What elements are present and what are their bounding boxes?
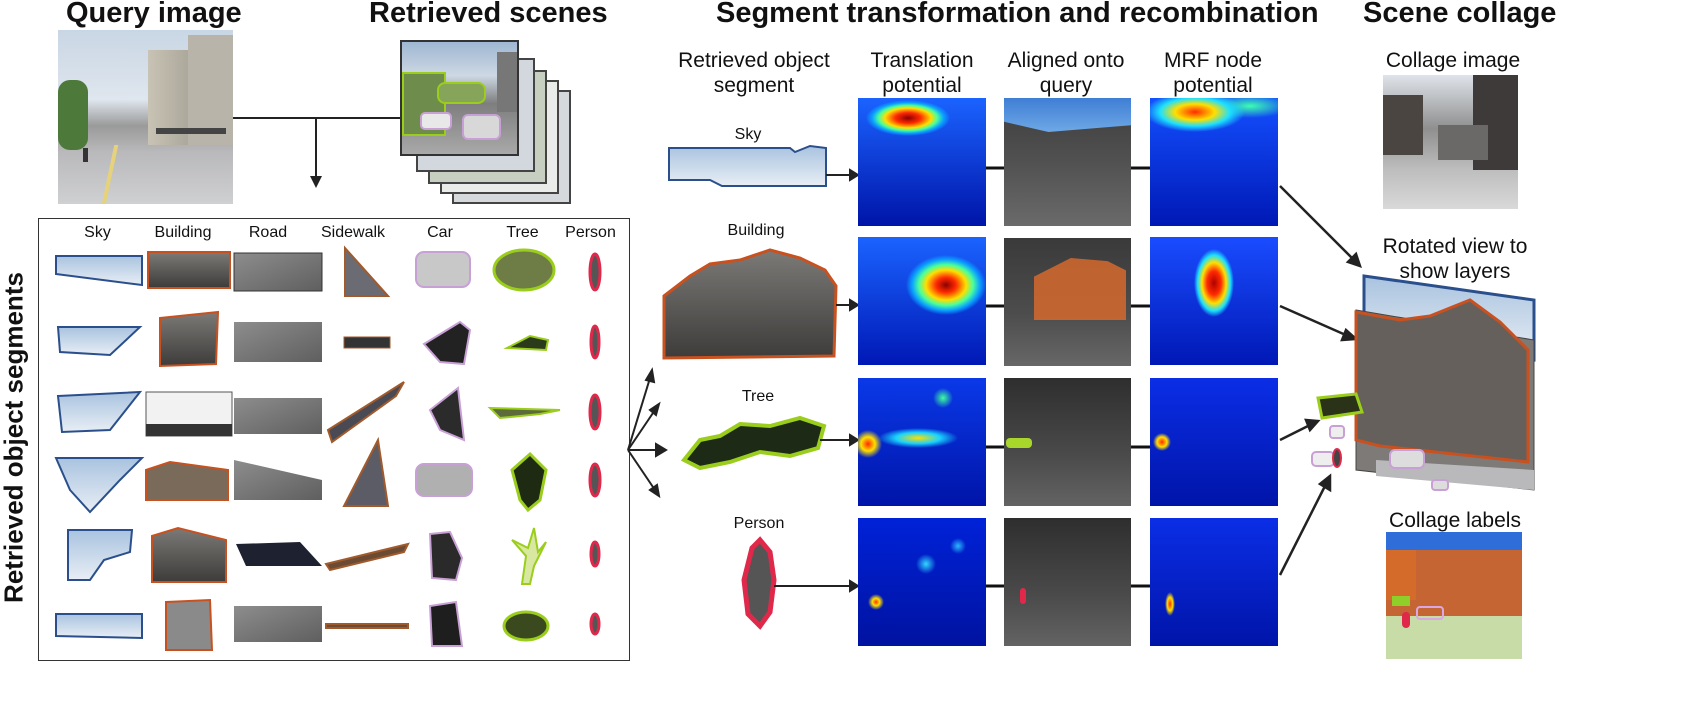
translation-potential-tree [858, 378, 986, 506]
col-label-person: Person [565, 224, 616, 241]
transform-person-segment [741, 536, 777, 630]
mrf-potential-building [1150, 237, 1278, 365]
heading-scene-collage: Scene collage [1363, 0, 1557, 29]
query-image [58, 30, 233, 204]
aligned-sky [1004, 98, 1131, 226]
row-connectors [986, 166, 1150, 588]
retrieved-scene-top [400, 40, 519, 156]
mrf-potential-sky [1150, 98, 1278, 226]
collage-labels-label: Collage labels [1389, 509, 1521, 532]
transform-sky-segment [668, 144, 827, 187]
row-label-person: Person [733, 515, 785, 532]
segment-row-1 [55, 245, 602, 297]
aligned-tree [1004, 378, 1131, 506]
row-label-sky: Sky [734, 126, 762, 143]
transform-tree-segment [680, 415, 827, 471]
col-label-sky: Sky [84, 224, 111, 241]
col-header-mrf: MRF node potential [1163, 49, 1263, 98]
row-label-tree: Tree [741, 388, 775, 405]
transform-building-segment [662, 248, 838, 360]
col-header-translation: Translation potential [870, 49, 974, 98]
aligned-building [1004, 238, 1131, 366]
aligned-person [1004, 518, 1131, 646]
segment-row-4 [54, 436, 602, 514]
translation-potential-sky [858, 98, 986, 226]
col-header-segment: Retrieved object segment [678, 49, 830, 98]
col-label-sidewalk: Sidewalk [320, 224, 386, 241]
segment-row-2 [56, 310, 601, 368]
segment-row-6 [55, 598, 601, 651]
down-arrow-head [310, 176, 322, 188]
rotated-layer-view [1311, 274, 1536, 491]
col-header-aligned: Aligned onto query [1007, 49, 1125, 98]
row-label-building: Building [727, 222, 785, 239]
col-label-car: Car [427, 224, 453, 241]
collage-image [1383, 75, 1518, 209]
mrf-to-collage-arrows [1278, 185, 1362, 576]
segment-to-translation-arrows [774, 168, 860, 593]
mrf-potential-tree [1150, 378, 1278, 506]
translation-potential-building [858, 237, 986, 365]
segment-row-5 [67, 526, 601, 585]
heading-query-image: Query image [66, 0, 242, 29]
rotated-view-label: Rotated view to show layers [1382, 235, 1528, 284]
heading-retrieved-scenes: Retrieved scenes [369, 0, 608, 29]
col-label-road: Road [248, 224, 288, 241]
translation-potential-person [858, 518, 986, 646]
fan-out-arrows [627, 367, 668, 499]
col-label-tree: Tree [506, 224, 539, 241]
mrf-potential-person [1150, 518, 1278, 646]
collage-labels [1386, 532, 1522, 659]
segment-row-3 [56, 381, 602, 444]
heading-segment-transformation: Segment transformation and recombination [716, 0, 1319, 29]
col-label-building: Building [154, 224, 212, 241]
collage-image-label: Collage image [1385, 49, 1521, 72]
